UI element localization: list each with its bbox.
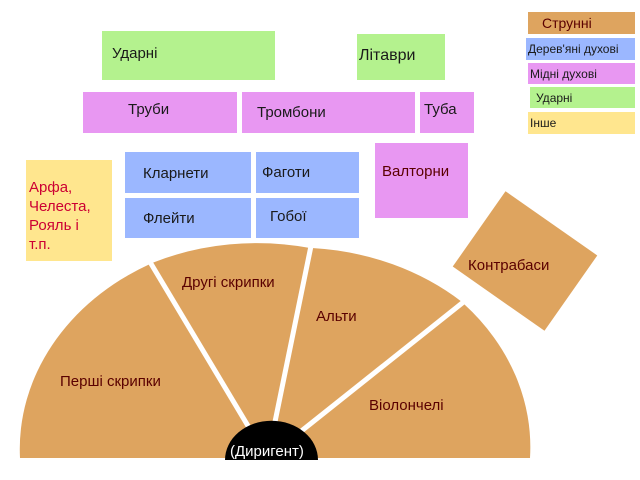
harp-line-1: Арфа, (29, 179, 73, 196)
clarinets-label: Кларнети (143, 165, 209, 182)
legend-item-brass: Мідні духові (528, 63, 635, 84)
divider-line (147, 260, 269, 458)
percussion-label: Ударні (112, 45, 158, 62)
trumpets-box: Труби (83, 92, 237, 133)
divider-line (268, 298, 468, 458)
percussion-box: Ударні (102, 31, 275, 80)
harp-line-4: т.п. (29, 236, 51, 253)
oboes-box: Гобої (256, 198, 359, 238)
horns-box: Валторни (375, 143, 468, 218)
conductor-label: (Диригент) (230, 443, 304, 460)
tuba-box: Туба (420, 92, 474, 133)
string-fan (19, 243, 531, 460)
trombones-box: Тромбони (242, 92, 415, 133)
flutes-label: Флейти (143, 210, 195, 227)
harp-celesta-piano-box: Арфа, Челеста, Рояль і т.п. (26, 160, 112, 261)
legend-item-other: Інше (528, 112, 635, 134)
clarinets-box: Кларнети (125, 152, 251, 193)
legend-item-percussion: Ударні (530, 87, 635, 108)
double-basses-label: Контрабаси (468, 257, 549, 274)
trumpets-label: Труби (128, 101, 170, 118)
second-violins-sector (152, 243, 310, 458)
timpani-label: Літаври (359, 47, 416, 64)
harp-line-2: Челеста, (29, 198, 91, 215)
first-violins-label: Перші скрипки (60, 373, 161, 390)
double-basses-box (452, 191, 598, 331)
cellos-sector (267, 304, 531, 458)
legend-item-strings: Струнні (528, 12, 635, 34)
second-violins-label: Другі скрипки (182, 274, 275, 291)
violas-label: Альти (316, 308, 357, 325)
first-violins-sector (19, 264, 267, 458)
cellos-label: Віолончелі (369, 397, 444, 414)
trombones-label: Тромбони (257, 104, 326, 121)
harp-line-3: Рояль і (29, 217, 79, 234)
bassoons-box: Фаготи (256, 152, 359, 193)
tuba-label: Туба (424, 101, 457, 118)
legend-item-woodwinds: Дерев'яні духові (526, 38, 635, 60)
timpani-box: Літаври (357, 34, 445, 80)
bassoons-label: Фаготи (262, 164, 311, 181)
conductor-podium (225, 420, 318, 460)
horns-label: Валторни (382, 163, 450, 180)
oboes-label: Гобої (270, 208, 307, 225)
violas-sector (267, 248, 462, 458)
flutes-box: Флейти (125, 198, 251, 238)
